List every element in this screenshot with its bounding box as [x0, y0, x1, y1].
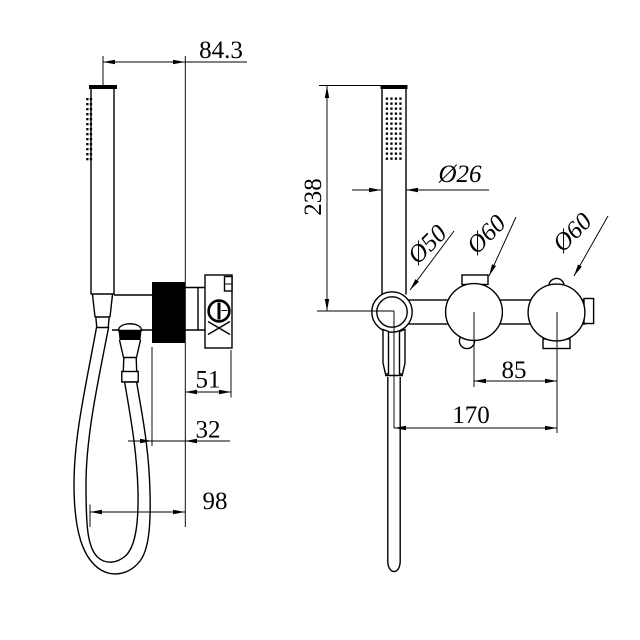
dimension-center-spacing: 170: [394, 402, 557, 431]
front-view: 238 Ø26 Ø50 Ø60 Ø60: [300, 85, 609, 573]
holder-inner-ring: [376, 296, 408, 328]
dim-label-238: 238: [300, 178, 327, 216]
spray-nozzles-side: [86, 98, 93, 161]
dim-label-60b: Ø60: [547, 208, 598, 259]
right-knob: [527, 283, 586, 342]
adjuster-block: [152, 282, 185, 343]
dim-label-84-3: 84.3: [199, 37, 243, 64]
dim-label-50: Ø50: [402, 220, 453, 271]
dimension-handset-offset: 84.3: [102, 37, 247, 527]
handset-body-side: [90, 89, 115, 295]
handset-cap-front: [380, 85, 408, 89]
handset-body-front: [381, 89, 407, 295]
cross-mark-icon: [207, 320, 231, 336]
wall-elbow: [204, 274, 233, 349]
dimension-block-offset: 32: [128, 347, 230, 446]
hose-connector-front: [382, 328, 406, 377]
dimension-right-knob-diameter: Ø60: [547, 208, 609, 277]
dim-label-98: 98: [203, 488, 228, 515]
dim-label-51: 51: [196, 367, 221, 394]
dimension-holder-diameter: Ø50: [402, 220, 455, 291]
dimension-handset-diameter: Ø26: [352, 161, 489, 193]
dim-label-32: 32: [196, 417, 221, 444]
spray-face-grid: [385, 97, 402, 160]
hose-connector-side: [117, 323, 143, 383]
dimension-left-knob-diameter: Ø60: [461, 210, 517, 277]
dim-label-60a: Ø60: [461, 210, 512, 261]
hose-front: [387, 377, 401, 573]
dim-label-85: 85: [502, 357, 527, 384]
screw-ring-icon: [207, 299, 231, 323]
hose-loop: [73, 326, 151, 575]
handset-cap-side: [89, 85, 117, 89]
dimension-valve-body-depth: 51: [185, 350, 232, 398]
center-lines: [393, 311, 558, 433]
dimension-handset-height: 238: [300, 85, 394, 312]
holder-cup-side: [91, 294, 114, 328]
dimension-hose-loop-width: 98: [89, 488, 228, 527]
dim-label-170: 170: [452, 402, 490, 429]
side-view: 84.3 51 32 98: [73, 37, 247, 575]
dim-label-26: Ø26: [437, 161, 482, 188]
dimension-knob-spacing: 85: [474, 357, 557, 384]
